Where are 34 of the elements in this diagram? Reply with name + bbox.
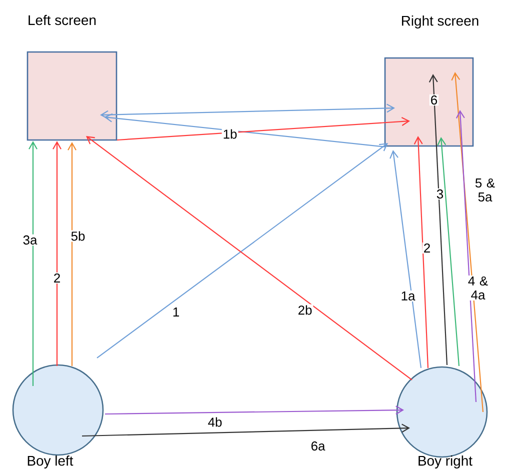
arrow bbox=[100, 104, 395, 120]
arrow bbox=[437, 137, 460, 366]
edge-label: 5b bbox=[70, 230, 86, 242]
arrow bbox=[105, 406, 404, 415]
edge-label: 4b bbox=[206, 416, 224, 428]
arrow bbox=[456, 110, 477, 402]
arrow bbox=[96, 143, 388, 358]
arrow bbox=[428, 74, 448, 366]
arrow bbox=[68, 142, 76, 366]
arrow bbox=[86, 136, 412, 380]
arrow bbox=[104, 113, 386, 148]
node-label: Right screen bbox=[402, 15, 478, 28]
edge-label: 4 & 4a bbox=[464, 275, 492, 300]
edge-label: 2 bbox=[52, 272, 62, 284]
arrow bbox=[451, 72, 484, 412]
node-label: Boy right bbox=[418, 455, 472, 468]
edge-label: 1a bbox=[400, 290, 416, 302]
arrow bbox=[390, 150, 422, 368]
arrow bbox=[52, 141, 62, 366]
edge-label: 6a bbox=[310, 440, 326, 452]
arrow bbox=[414, 136, 429, 368]
arrow bbox=[28, 141, 38, 386]
edge-label: 3 bbox=[435, 188, 445, 200]
arrow bbox=[82, 424, 410, 437]
edge-label: 2 bbox=[422, 242, 432, 254]
edge-label: 3a bbox=[22, 234, 38, 246]
edge-label: 5 & 5a bbox=[471, 177, 499, 202]
node-label: Left screen bbox=[28, 14, 96, 26]
arrow bbox=[116, 117, 410, 141]
screen-box: Left screen bbox=[26, 14, 118, 141]
edge-label: 1b bbox=[222, 128, 238, 140]
edge-label: 2b bbox=[296, 304, 314, 316]
edge-label: 1 bbox=[171, 306, 181, 318]
node-label: Boy left bbox=[28, 455, 74, 468]
